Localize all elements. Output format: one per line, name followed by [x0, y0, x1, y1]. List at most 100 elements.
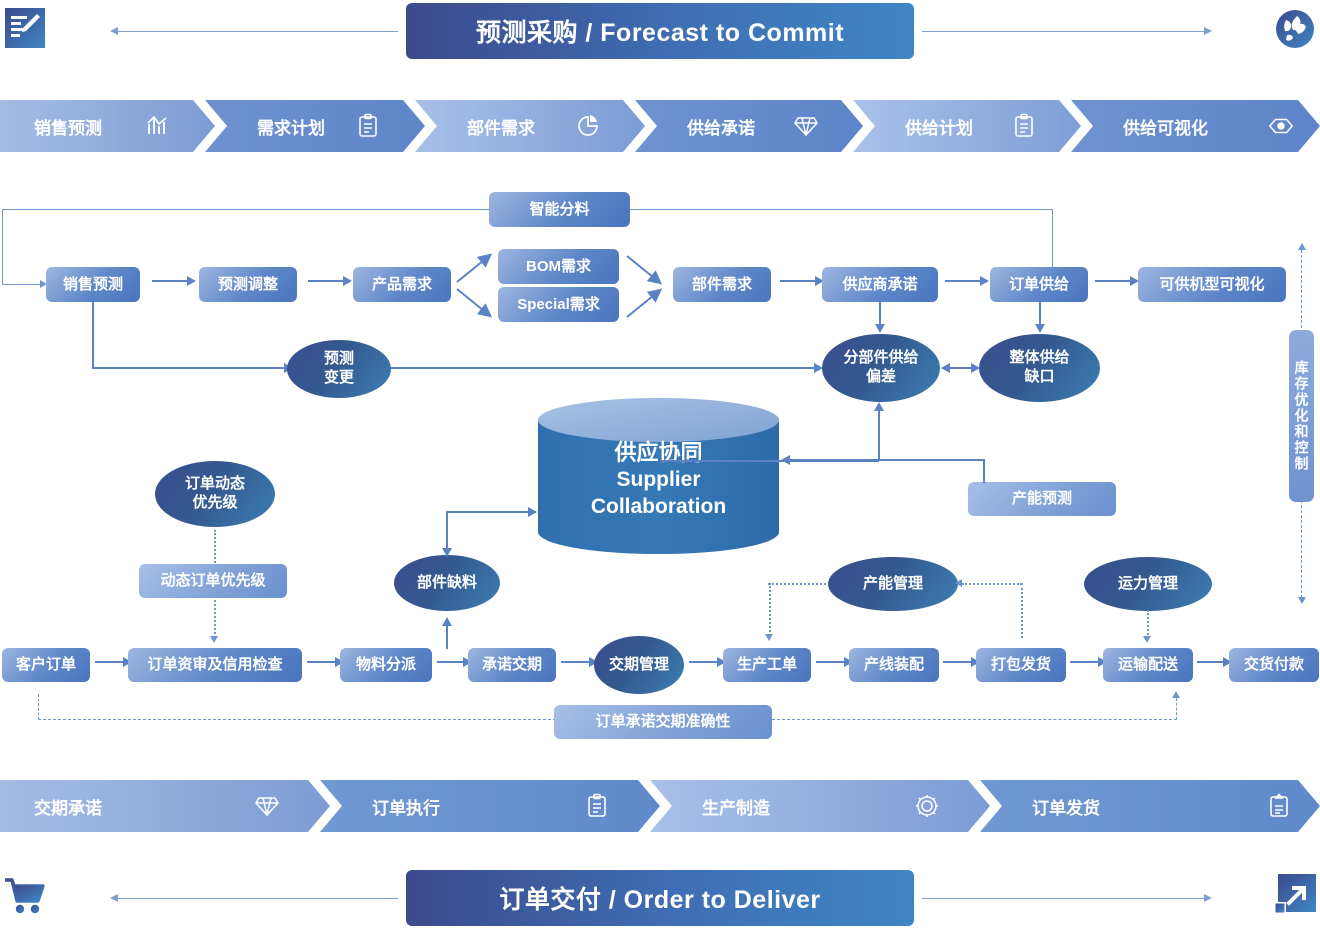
clipboard-ship-icon	[1266, 793, 1292, 819]
line-cyl-to-deviation-h	[660, 460, 879, 462]
node-forecast-adjust[interactable]: 预测调整	[199, 267, 297, 302]
top-chevron-ribbon: 销售预测 需求计划 部件需求	[0, 100, 1320, 152]
dotted-pack-to-capacity	[962, 583, 1022, 585]
bottom-banner-title: 订单交付 / Order to Deliver	[499, 886, 821, 914]
chevron-supply-commit[interactable]: 供给承诺	[635, 100, 863, 152]
dotted-capacity-left	[768, 583, 826, 585]
chevron-label: 订单执行	[372, 798, 440, 818]
bottom-banner-left-line	[118, 898, 398, 899]
node-label: 销售预测	[62, 275, 123, 293]
ellipse-part-shortage[interactable]: 部件缺料	[394, 555, 500, 611]
dashed-accuracy-right-up	[1176, 698, 1177, 720]
diamond-icon	[254, 793, 280, 819]
node-part-demand[interactable]: 部件需求	[673, 267, 771, 302]
ellipse-transport-management[interactable]: 运力管理	[1084, 557, 1212, 611]
chevron-delivery-commit[interactable]: 交期承诺	[0, 780, 330, 832]
node-smart-allocation[interactable]: 智能分料	[489, 192, 630, 227]
line-supplier-down	[879, 302, 881, 326]
node-label: 订单供给	[1008, 275, 1069, 293]
feedback-bus-arrow	[40, 280, 47, 288]
ellipse-part-supply-deviation[interactable]: 分部件供给 偏差	[822, 334, 940, 402]
arrow-inventory-down	[1298, 597, 1306, 604]
shopping-cart-icon	[2, 872, 48, 918]
chevron-label: 部件需求	[467, 118, 535, 138]
arrow-into-cylinder	[528, 507, 537, 517]
node-capacity-forecast[interactable]: 产能预测	[968, 482, 1116, 516]
line-capacityfc-to-cyl-h	[789, 459, 985, 461]
arrow-transport-to-delivery	[1143, 636, 1151, 643]
node-bom-demand[interactable]: BOM需求	[498, 249, 619, 284]
ellipse-total-supply-gap[interactable]: 整体供给 缺口	[979, 334, 1100, 402]
node-material-allocation[interactable]: 物料分派	[340, 648, 432, 682]
ellipse-order-dynamic-priority[interactable]: 订单动态 优先级	[155, 461, 275, 527]
node-product-demand[interactable]: 产品需求	[353, 267, 451, 302]
diamond-icon	[793, 113, 819, 139]
node-label: 预测调整	[217, 275, 278, 293]
node-label: 打包发货	[990, 656, 1051, 673]
chevron-sales-forecast[interactable]: 销售预测	[0, 100, 215, 152]
arrow-down-to-shortage	[442, 548, 452, 557]
chevron-label: 交期承诺	[34, 798, 102, 818]
chevron-order-execution[interactable]: 订单执行	[320, 780, 660, 832]
chevron-order-shipment[interactable]: 订单发货	[980, 780, 1320, 832]
ellipse-forecast-change[interactable]: 预测 变更	[287, 340, 391, 398]
ellipse-capacity-management[interactable]: 产能管理	[828, 557, 958, 611]
top-banner: 预测采购 / Forecast to Commit	[406, 3, 914, 59]
chevron-supply-plan[interactable]: 供给计划	[853, 100, 1081, 152]
chevron-demand-plan[interactable]: 需求计划	[205, 100, 425, 152]
feedback-bus-right-drop	[1052, 209, 1054, 267]
dashed-accuracy-left	[38, 719, 556, 720]
arrow-priority-to-review	[210, 636, 218, 643]
node-dynamic-order-priority[interactable]: 动态订单优先级	[139, 564, 287, 598]
node-production-order[interactable]: 生产工单	[723, 648, 811, 682]
node-supplier-commit[interactable]: 供应商承诺	[822, 267, 938, 302]
node-order-review-credit[interactable]: 订单资审及信用检查	[128, 648, 302, 682]
chevron-label: 供给承诺	[687, 118, 755, 138]
cylinder-supplier-collaboration[interactable]: 供应协同 Supplier Collaboration	[538, 398, 779, 555]
chevron-label: 供给计划	[905, 118, 973, 138]
node-customer-order[interactable]: 客户订单	[2, 648, 90, 682]
node-label: 生产工单	[736, 656, 797, 673]
node-label: 产能预测	[1011, 490, 1072, 507]
arrow-bom-to-part	[625, 252, 669, 293]
arrow-material-to-commit	[437, 657, 472, 667]
node-order-supply[interactable]: 订单供给	[990, 267, 1088, 302]
line-ordersupply-down	[1039, 302, 1041, 326]
expand-arrow-icon	[1272, 872, 1318, 918]
gear-swirl-icon	[914, 793, 940, 819]
top-banner-title: 预测采购 / Forecast to Commit	[475, 19, 845, 47]
line-sales-to-change	[92, 367, 286, 369]
node-delivery-payment[interactable]: 交货付款	[1229, 648, 1319, 682]
node-available-model-visualization[interactable]: 可供机型可视化	[1138, 267, 1286, 302]
bottom-banner: 订单交付 / Order to Deliver	[406, 870, 914, 926]
dotted-transport-down	[1147, 610, 1149, 638]
node-commit-accuracy[interactable]: 订单承诺交期准确性	[554, 705, 772, 739]
chevron-part-demand[interactable]: 部件需求	[415, 100, 645, 152]
arrow-supplier-to-ordersupply	[945, 276, 989, 286]
arrow-customer-to-review	[95, 657, 132, 667]
arrow-accuracy-up	[1172, 691, 1180, 698]
node-label: 可供机型可视化	[1159, 275, 1265, 293]
node-label: 交货付款	[1243, 656, 1304, 673]
node-transport-delivery[interactable]: 运输配送	[1103, 648, 1193, 682]
node-pack-ship[interactable]: 打包发货	[976, 648, 1066, 682]
node-line-assembly[interactable]: 产线装配	[849, 648, 939, 682]
ellipse-label: 预测 变更	[323, 350, 354, 386]
arrow-to-cylinder-left	[781, 455, 790, 465]
chevron-label: 销售预测	[34, 118, 102, 138]
arrow-commit-to-datemgmt	[561, 657, 598, 667]
ellipse-date-management[interactable]: 交期管理	[594, 636, 684, 694]
line-deviation-gap	[945, 367, 975, 369]
node-commit-date[interactable]: 承诺交期	[468, 648, 556, 682]
node-sales-forecast[interactable]: 销售预测	[46, 267, 140, 302]
node-special-demand[interactable]: Special需求	[498, 287, 619, 322]
node-label: 客户订单	[15, 656, 76, 673]
bottom-banner-right-arrow	[1204, 894, 1212, 902]
arrow-ordersupply-down	[1035, 324, 1045, 333]
dotted-pack-up	[1021, 583, 1023, 638]
arrow-assembly-to-pack	[943, 657, 980, 667]
top-banner-left-arrow	[110, 27, 118, 35]
chevron-supply-visibility[interactable]: 供给可视化	[1071, 100, 1320, 152]
inventory-optimization-bar[interactable]: 库存优化和控制	[1289, 330, 1314, 502]
chevron-manufacturing[interactable]: 生产制造	[650, 780, 990, 832]
